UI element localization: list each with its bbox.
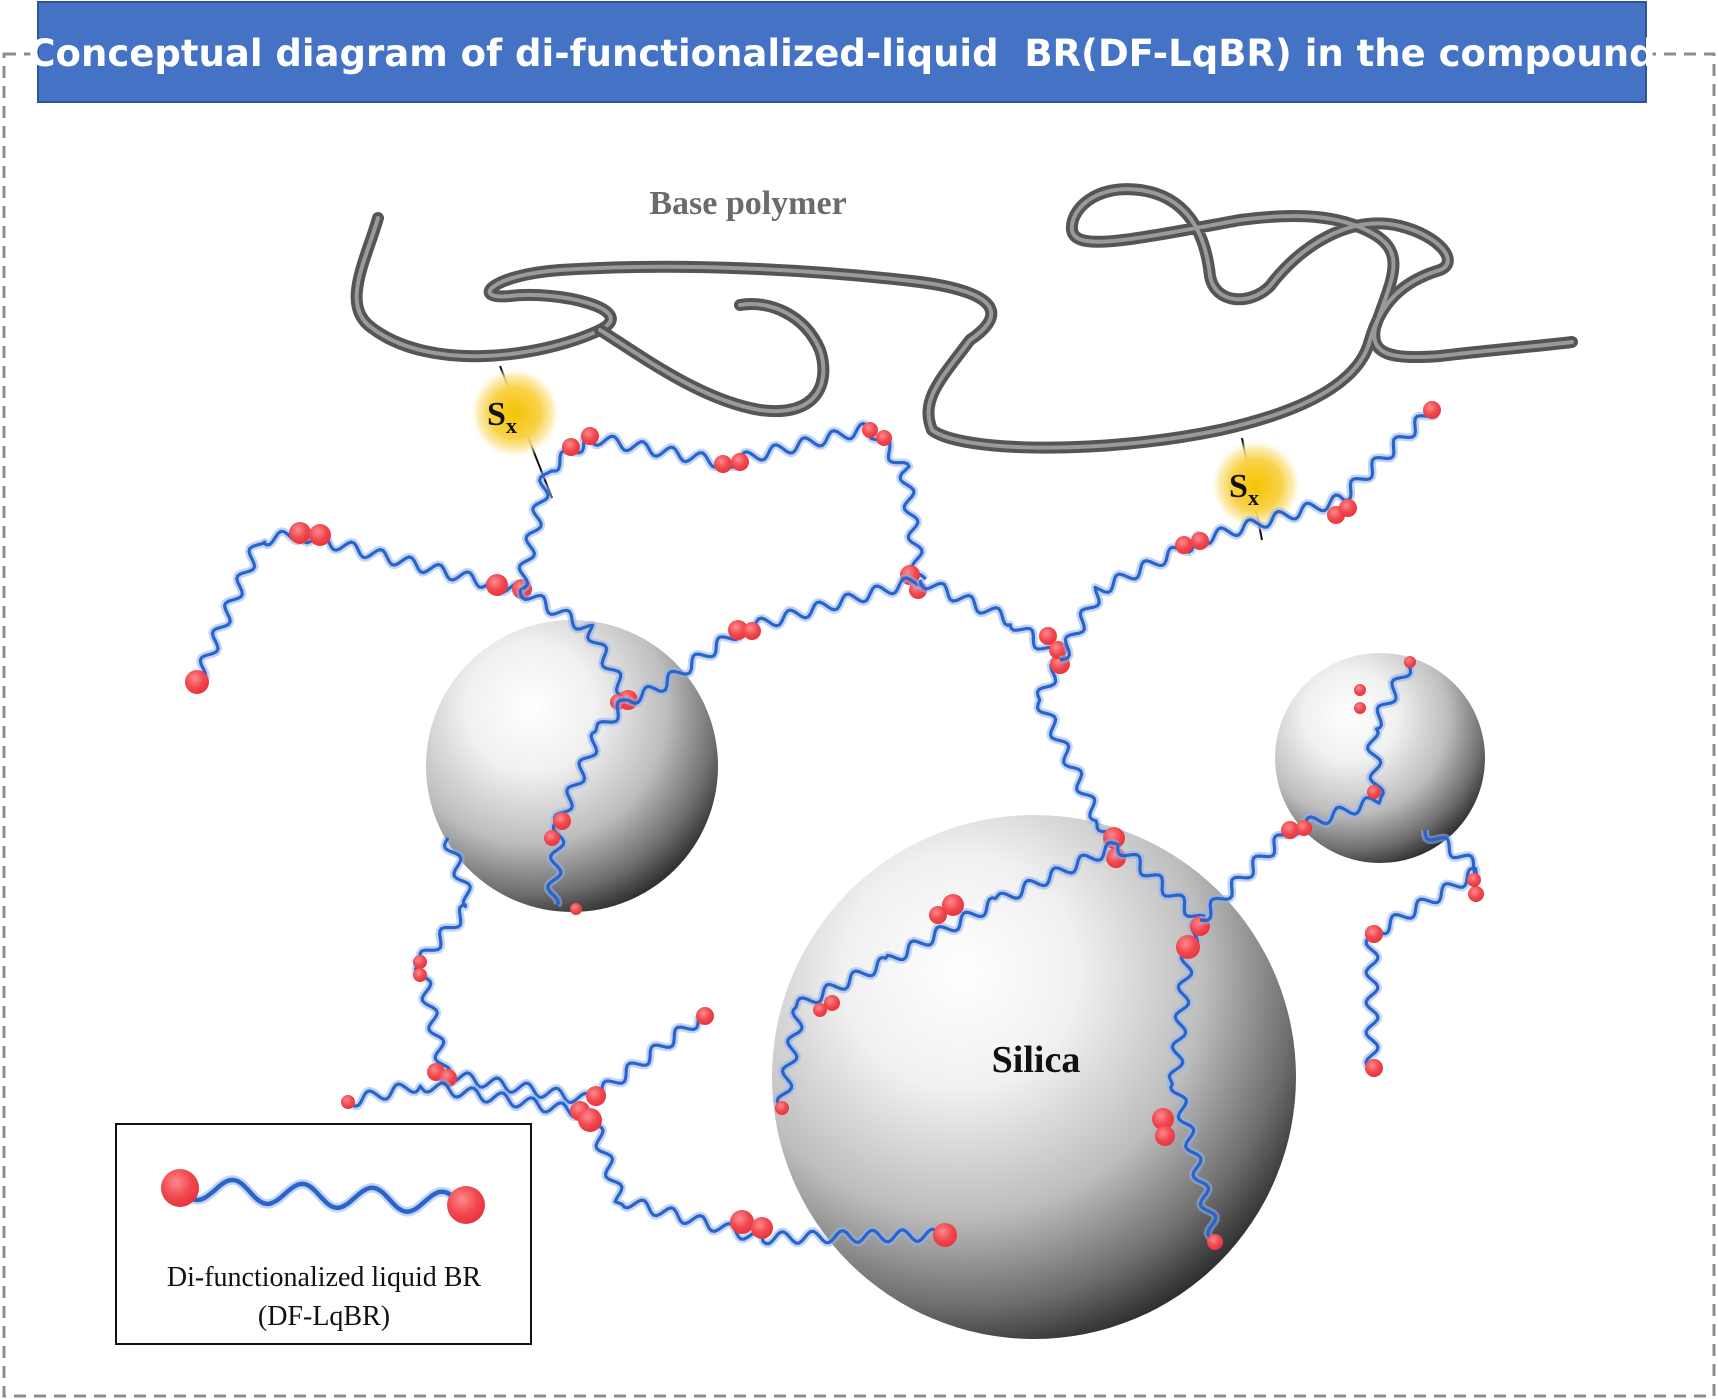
- functional-end-group: [730, 1210, 754, 1234]
- functional-end-group: [775, 1101, 789, 1115]
- functional-end-group: [309, 524, 331, 546]
- functional-end-group: [289, 522, 311, 544]
- chain-large-sphere-b: [1113, 844, 1223, 1250]
- functional-end-group: [862, 422, 878, 438]
- functional-end-group: [586, 1086, 606, 1106]
- base-polymer-chain: [350, 183, 1578, 454]
- functional-end-group: [486, 574, 508, 596]
- functional-end-group: [743, 622, 761, 640]
- sulfur-bridge-left: Sx: [469, 365, 561, 499]
- functional-end-group: [1281, 821, 1299, 839]
- functional-end-group: [1354, 702, 1366, 714]
- chain-left-sphere-a: [543, 695, 629, 915]
- functional-end-group: [1365, 1059, 1383, 1077]
- functional-end-group: [731, 453, 749, 471]
- legend-label-line1: Di-functionalized liquid BR: [167, 1262, 481, 1293]
- chain-large-sphere-a: [773, 838, 1120, 1115]
- functional-end-group: [1468, 886, 1484, 902]
- legend-chain: [161, 1169, 485, 1224]
- functional-end-group: [813, 1003, 827, 1017]
- functional-end-group: [1339, 499, 1357, 517]
- functional-end-group: [1191, 532, 1209, 550]
- functional-end-group: [942, 894, 964, 916]
- chain-left-sphere-b: [625, 574, 923, 708]
- legend-label-line2: (DF-LqBR): [258, 1301, 390, 1332]
- functional-end-group: [696, 1007, 714, 1025]
- functional-end-group: [341, 1095, 355, 1109]
- chain-bottom-horizontal: [341, 1078, 590, 1122]
- functional-end-group: [1152, 1108, 1174, 1130]
- functional-end-group: [1175, 536, 1193, 554]
- silica-label: Silica: [992, 1039, 1081, 1081]
- functional-end-group: [578, 1108, 602, 1132]
- functional-end-group: [1367, 785, 1381, 799]
- sulfur-label-left: Sx: [487, 396, 517, 438]
- functional-end-group: [1404, 656, 1416, 668]
- functional-end-group: [1467, 873, 1481, 887]
- chain-right-dangling: [1361, 829, 1484, 1077]
- functional-end-group: [553, 812, 571, 830]
- functional-end-group: [728, 620, 748, 640]
- functional-end-group: [447, 1186, 485, 1224]
- legend-chain-icon: [161, 1169, 485, 1224]
- functional-end-group: [544, 830, 560, 846]
- functional-end-group: [929, 906, 947, 924]
- silica-particle-left: [426, 620, 718, 912]
- functional-end-group: [714, 455, 732, 473]
- functional-end-group: [751, 1217, 773, 1239]
- functional-end-group: [1365, 925, 1383, 943]
- df-lqbr-network: [185, 401, 1484, 1250]
- base-polymer-label: Base polymer: [649, 185, 846, 222]
- chain-right-sphere: [1199, 656, 1416, 925]
- functional-end-group: [1176, 935, 1200, 959]
- functional-end-group: [1296, 820, 1312, 836]
- diagram-title: Conceptual diagram of di-functionalized-…: [28, 32, 1655, 75]
- functional-end-group: [1354, 684, 1366, 696]
- chain-right-up: [1059, 401, 1441, 665]
- functional-end-group: [413, 968, 427, 982]
- functional-end-group: [1039, 627, 1057, 645]
- functional-end-group: [185, 670, 209, 694]
- chain-bottom-long: [578, 1107, 957, 1248]
- legend-box: Di-functionalized liquid BR (DF-LqBR): [115, 1123, 532, 1345]
- sulfur-label-right: Sx: [1229, 468, 1259, 510]
- functional-end-group: [1155, 1126, 1175, 1146]
- functional-end-group: [876, 430, 892, 446]
- functional-end-group: [562, 438, 580, 456]
- title-bar: Conceptual diagram of di-functionalized-…: [28, 1, 1656, 103]
- functional-end-group: [933, 1223, 957, 1247]
- functional-end-group: [413, 955, 427, 969]
- functional-end-group: [581, 427, 599, 445]
- functional-end-group: [1423, 401, 1441, 419]
- functional-end-group: [1207, 1234, 1223, 1250]
- functional-end-group: [824, 995, 840, 1011]
- chain-left-lower: [411, 835, 714, 1107]
- functional-end-group: [570, 903, 582, 915]
- functional-end-group: [1049, 641, 1067, 659]
- silica-particle-large: [772, 815, 1296, 1339]
- chain-top-loop: [515, 419, 929, 599]
- dashed-frame: [2, 52, 1716, 1398]
- functional-end-group: [161, 1169, 199, 1207]
